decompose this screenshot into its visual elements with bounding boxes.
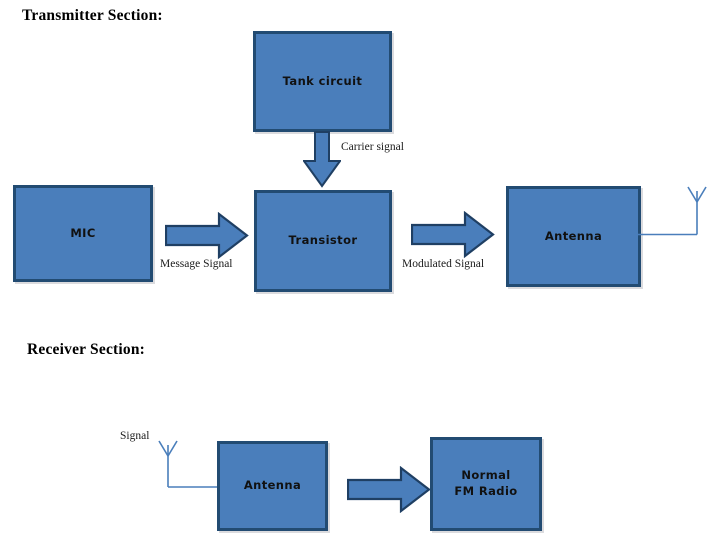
block-antenna-receiver-label: Antenna [243,478,302,493]
block-antenna-transmitter[interactable]: Antenna [506,186,641,287]
block-fm-radio[interactable]: Normal FM Radio [430,437,542,531]
label-message-signal: Message Signal [160,258,233,270]
antenna-icon-receiver [158,440,218,488]
block-transistor-label: Transistor [288,233,358,248]
arrow-message-signal [165,212,249,259]
receiver-section-title: Receiver Section: [27,341,146,358]
block-fm-radio-label-line1: Normal [461,468,511,483]
block-antenna-receiver[interactable]: Antenna [217,441,328,531]
antenna-icon-transmitter [636,186,707,236]
block-fm-radio-label: Normal FM Radio [454,468,517,499]
block-fm-radio-label-line2: FM Radio [454,484,518,498]
block-tank-circuit[interactable]: Tank circuit [253,31,392,132]
label-signal: Signal [120,430,150,442]
block-transistor[interactable]: Transistor [254,190,392,292]
block-antenna-transmitter-label: Antenna [544,228,603,243]
label-carrier-signal: Carrier signal [341,141,404,153]
arrow-modulated-signal [411,211,495,258]
block-mic[interactable]: MIC [13,185,153,282]
transmitter-section-title: Transmitter Section: [22,7,163,24]
arrow-antenna-to-fm-radio [347,466,431,513]
block-tank-circuit-label: Tank circuit [282,73,363,88]
label-modulated-signal: Modulated Signal [402,258,485,270]
arrow-carrier-signal [303,131,341,188]
block-mic-label: MIC [70,225,96,240]
